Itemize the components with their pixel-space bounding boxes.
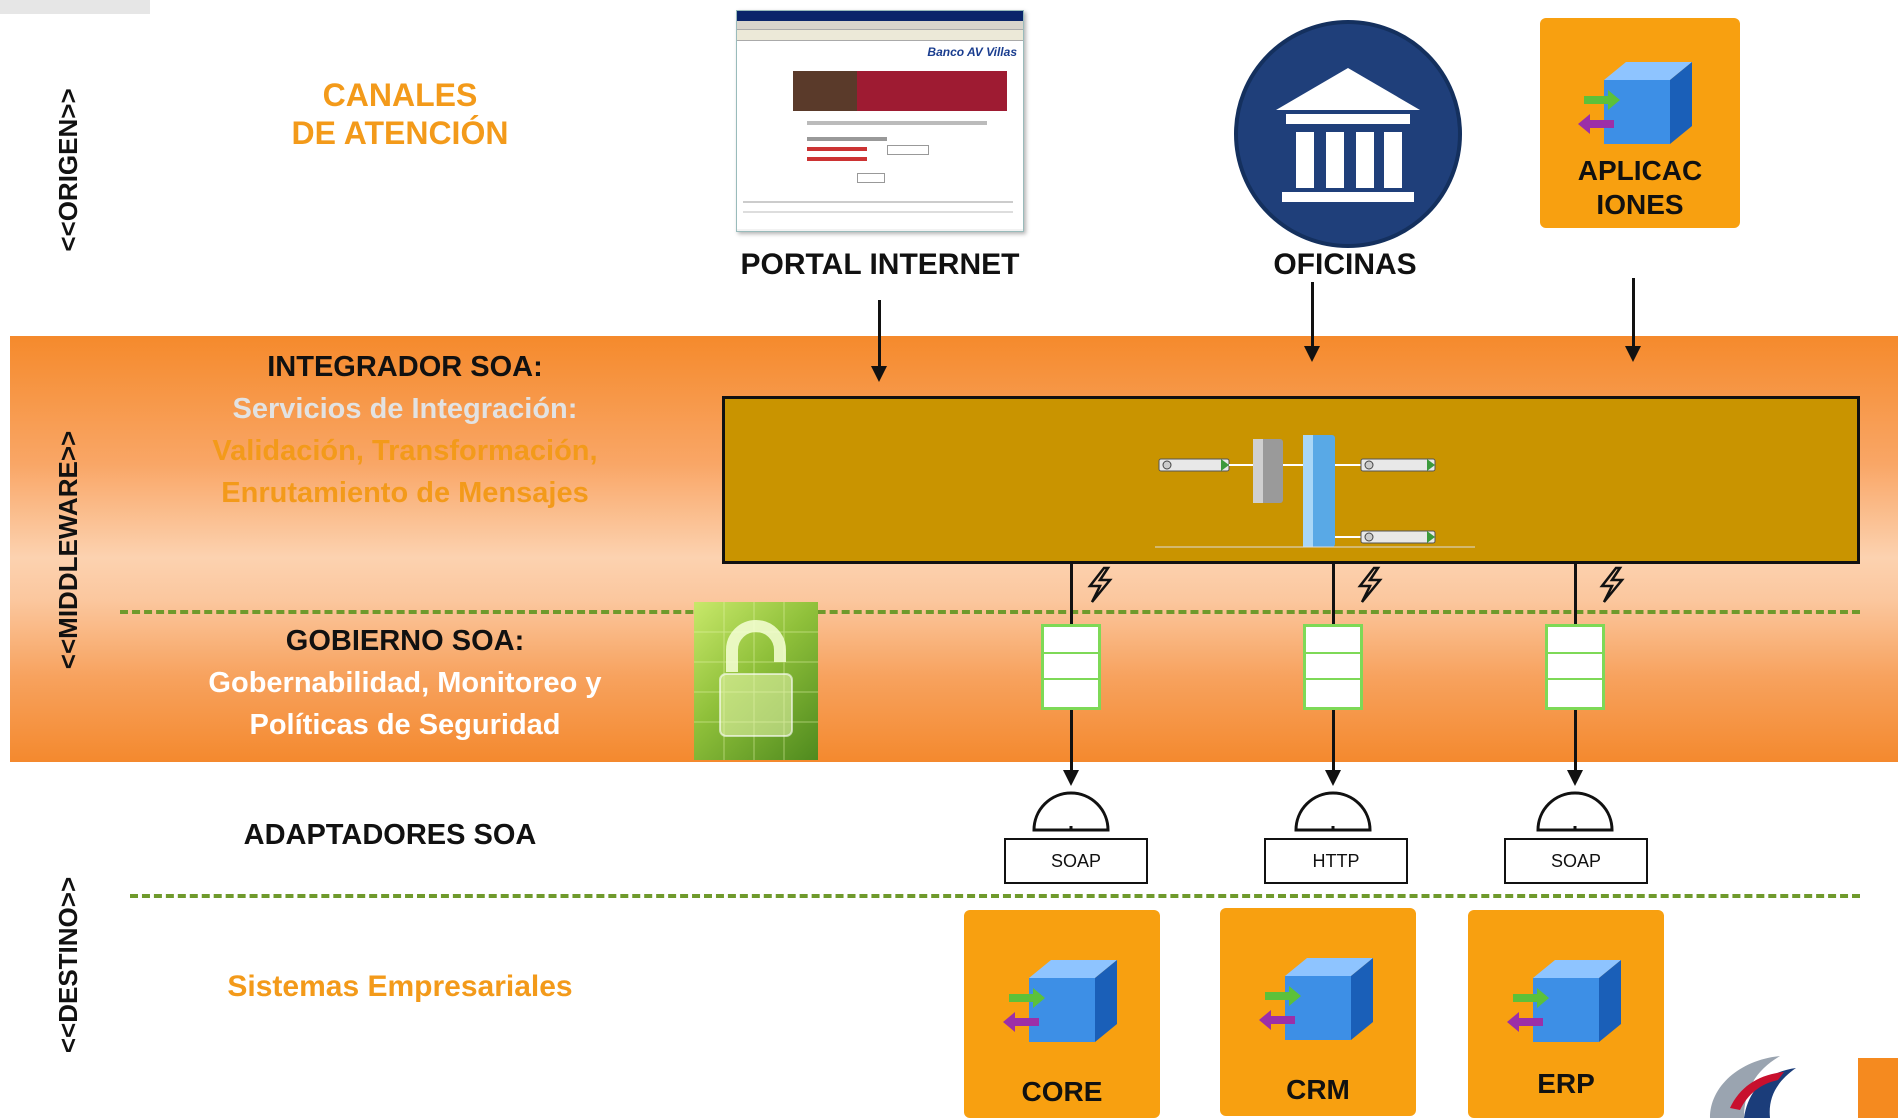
adapter-protocol-2: HTTP	[1264, 838, 1408, 884]
application-cube-icon	[1578, 62, 1692, 144]
message-queue	[1545, 624, 1605, 710]
gauge-icon	[1536, 791, 1614, 832]
portal-label: PORTAL INTERNET	[740, 248, 1020, 281]
system-label: CORE	[1021, 1076, 1103, 1107]
aplicaciones-box: APLICAC IONES	[1540, 18, 1740, 228]
corner-tab	[0, 0, 150, 14]
arrow-aplicaciones-head	[1625, 346, 1641, 362]
connector-2-bottom	[1332, 710, 1335, 770]
application-cube-icon	[1259, 958, 1373, 1040]
connector-1-head	[1063, 770, 1079, 786]
integrador-line1: Servicios de Integración:	[232, 393, 578, 425]
arrow-oficinas-line	[1311, 282, 1314, 346]
corner-accent	[1858, 1058, 1898, 1118]
connector-1-top	[1070, 564, 1073, 624]
adapter-protocol-1: SOAP	[1004, 838, 1148, 884]
connector-2-top	[1332, 564, 1335, 624]
integrator-box	[722, 396, 1860, 564]
arrow-portal-head	[871, 366, 887, 382]
gobierno-heading: GOBIERNO SOA: Gobernabilidad, Monitoreo …	[150, 620, 660, 746]
application-cube-icon	[1003, 960, 1117, 1042]
message-queue	[1041, 624, 1101, 710]
lightning-icon	[1357, 566, 1383, 603]
integrador-line2: Validación, Transformación,	[212, 435, 598, 467]
governance-dashed-divider	[120, 610, 1860, 614]
portal-brand: Banco AV Villas	[927, 45, 1017, 59]
sistemas-title: Sistemas Empresariales	[227, 970, 573, 1003]
bank-building-icon	[1234, 20, 1462, 248]
gobierno-line2: Políticas de Seguridad	[249, 709, 561, 741]
portal-screenshot: Banco AV Villas	[736, 10, 1024, 232]
connector-2-head	[1325, 770, 1341, 786]
company-logo-icon	[1710, 1056, 1796, 1118]
lightning-icon	[1087, 566, 1113, 603]
application-cube-icon	[1507, 960, 1621, 1042]
layer-label-origen: <<ORIGEN>>	[53, 88, 83, 252]
integrador-heading: INTEGRADOR SOA: Servicios de Integración…	[150, 346, 660, 514]
adapter-protocol-3: SOAP	[1504, 838, 1648, 884]
connector-3-bottom	[1574, 710, 1577, 770]
integrador-line3: Enrutamiento de Mensajes	[221, 477, 589, 509]
system-label: CRM	[1286, 1074, 1350, 1105]
arrow-portal-line	[878, 300, 881, 366]
adaptadores-title: ADAPTADORES SOA	[243, 819, 537, 851]
connector-1-bottom	[1070, 710, 1073, 770]
connector-3-top	[1574, 564, 1577, 624]
connector-3-head	[1567, 770, 1583, 786]
arrow-aplicaciones-line	[1632, 278, 1635, 346]
canales-heading: CANALES DE ATENCIÓN	[230, 76, 570, 152]
arrow-oficinas-head	[1304, 346, 1320, 362]
canales-line1: CANALES	[322, 77, 478, 113]
gobierno-line1: Gobernabilidad, Monitoreo y	[208, 667, 602, 699]
gauge-icon	[1294, 791, 1372, 832]
layer-label-destino: <<DESTINO>>	[53, 876, 83, 1054]
gobierno-title: GOBIERNO SOA:	[285, 625, 525, 657]
integration-flow-diagram	[1155, 435, 1475, 548]
message-queue	[1303, 624, 1363, 710]
system-erp-box: ERP	[1468, 910, 1664, 1118]
padlock-icon	[694, 602, 818, 760]
system-label: ERP	[1537, 1068, 1595, 1099]
gauge-icon	[1032, 791, 1110, 832]
destino-dashed-divider	[130, 894, 1860, 898]
layer-label-middleware: <<MIDDLEWARE>>	[53, 430, 83, 670]
system-core-box: CORE	[964, 910, 1160, 1118]
integrador-title: INTEGRADOR SOA:	[267, 351, 543, 383]
system-crm-box: CRM	[1220, 908, 1416, 1116]
canales-line2: DE ATENCIÓN	[291, 115, 509, 151]
lightning-icon	[1599, 566, 1625, 603]
aplicaciones-label: APLICAC IONES	[1577, 155, 1703, 220]
oficinas-label: OFICINAS	[1273, 248, 1417, 281]
security-lock-image	[694, 602, 818, 760]
